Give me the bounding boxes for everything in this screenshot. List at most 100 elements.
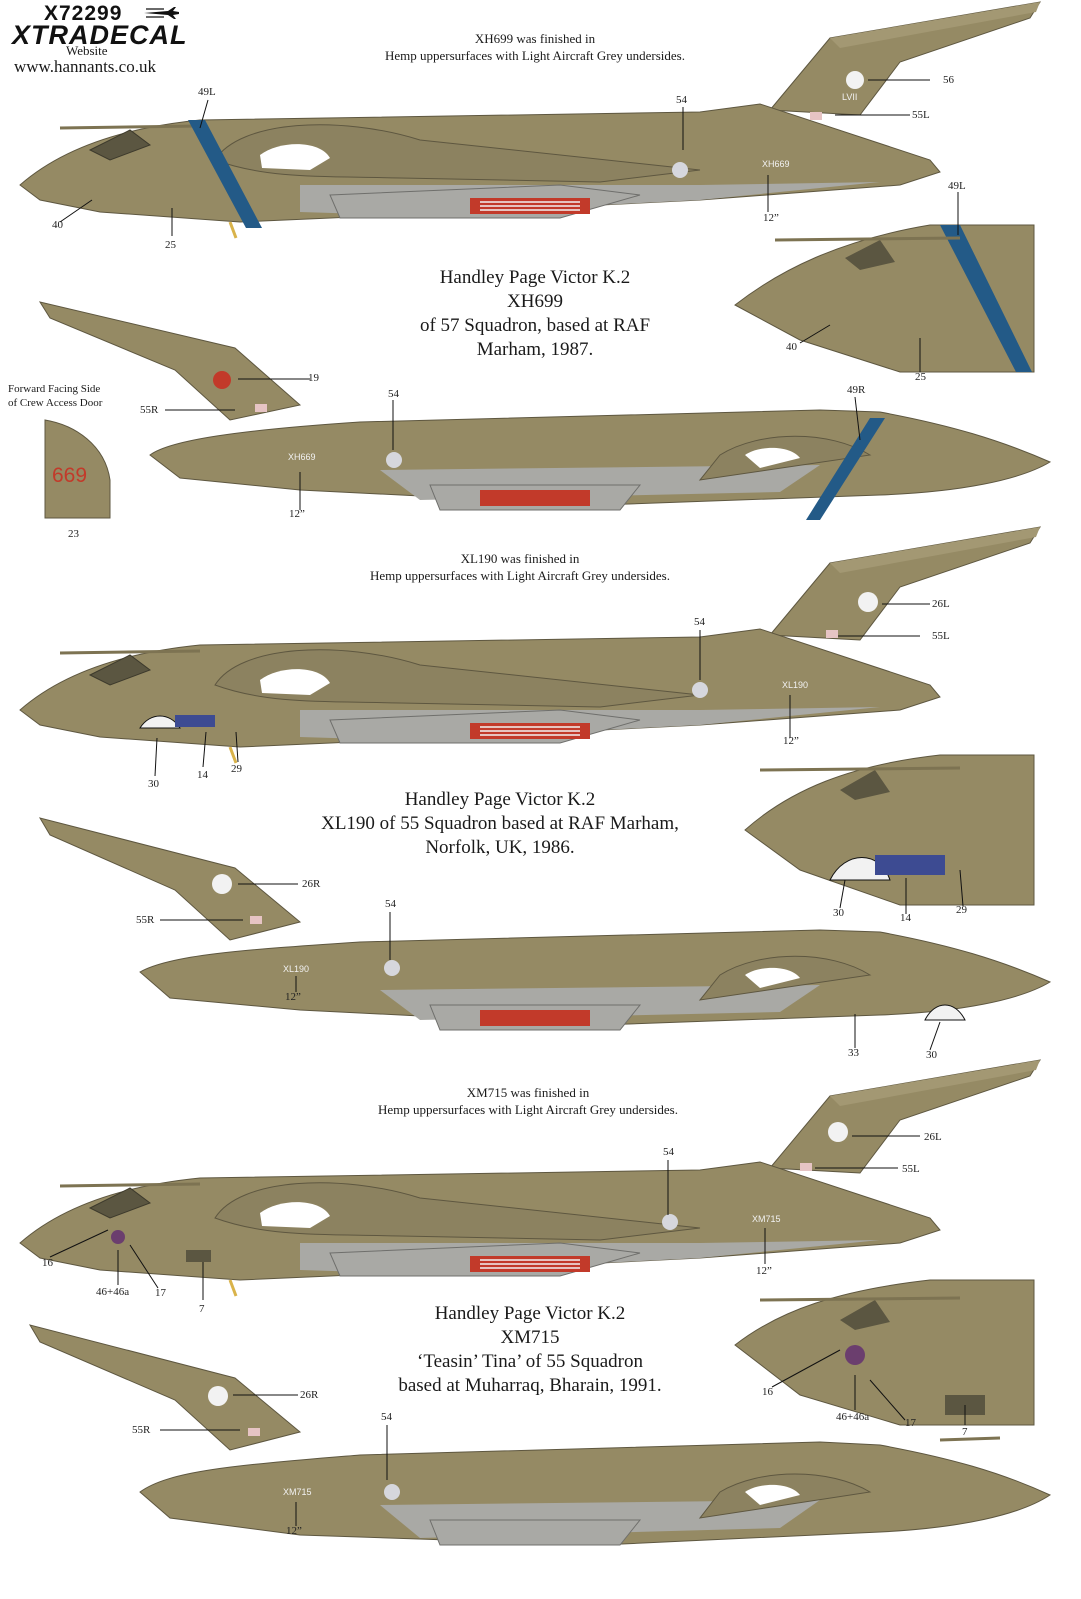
callout-55L-2: 55L	[932, 630, 950, 642]
serial-xh669-right: XH669	[288, 452, 316, 462]
website-label: Website	[66, 43, 108, 58]
callout-12-3: 12”	[756, 1265, 772, 1277]
aircraft-xh699-right: XH669	[38, 301, 1052, 520]
note-line: XL190 was finished in	[460, 551, 580, 566]
aircraft-xm715-right: XM715	[28, 1324, 1052, 1546]
aircraft-xm715-left: XM715	[0, 1056, 1042, 1298]
callout-30-r: 30	[926, 1049, 937, 1061]
title-line: Handley Page Victor K.2	[434, 1303, 626, 1324]
title-line: Marham, 1987.	[476, 339, 594, 360]
note-line: Hemp uppersurfaces with Light Aircraft G…	[370, 568, 670, 583]
blue-stripe-49R	[806, 418, 885, 520]
callout-49R: 49R	[847, 384, 866, 396]
callout-19: 19	[308, 372, 319, 384]
product-code: X72299	[44, 2, 123, 25]
callout-54-2r: 54	[385, 898, 396, 910]
door-caption-line: Forward Facing Side	[8, 383, 101, 395]
callout-56: 56	[943, 74, 954, 86]
callout-29-detail: 29	[956, 904, 967, 916]
door-number: 669	[52, 464, 87, 487]
scheme-title-xh699: Handley Page Victor K.2 XH699 of 57 Squa…	[340, 266, 730, 362]
callout-16-detail: 16	[762, 1386, 773, 1398]
callout-7: 7	[199, 1303, 205, 1315]
title-line: based at Muharraq, Bharain, 1991.	[398, 1375, 662, 1396]
note-line: XM715 was finished in	[466, 1085, 590, 1100]
door-caption: Forward Facing Side of Crew Access Door	[8, 382, 128, 410]
callout-26L-3: 26L	[924, 1131, 942, 1143]
callout-55R-3: 55R	[132, 1424, 151, 1436]
crew-access-door: 669	[44, 419, 111, 519]
blue-stripe-49L	[188, 120, 262, 228]
callout-26R: 26R	[302, 878, 321, 890]
serial-xh669: XH669	[762, 159, 790, 169]
squadron-badge-26R	[212, 874, 232, 894]
callout-14-detail: 14	[900, 912, 911, 924]
title-line: XM715	[500, 1327, 560, 1348]
callout-54-right: 54	[388, 388, 399, 400]
callout-54: 54	[676, 94, 687, 106]
callout-46: 46+46a	[96, 1286, 130, 1298]
fin-flash-55R	[255, 404, 267, 412]
title-line: Handley Page Victor K.2	[439, 267, 631, 288]
fin-flash-55L	[826, 630, 838, 638]
callout-54-3r: 54	[381, 1411, 392, 1423]
door-caption-line: of Crew Access Door	[8, 397, 103, 409]
scheme-title-xl190: Handley Page Victor K.2 XL190 of 55 Squa…	[290, 788, 710, 860]
brand-logo: XTRADECAL	[12, 20, 188, 50]
aircraft-xl190-left: XL190	[0, 523, 1042, 765]
note-line: XH699 was finished in	[474, 31, 596, 46]
callout-12-3r: 12”	[286, 1525, 302, 1537]
callout-46-detail: 46+46a	[836, 1411, 870, 1423]
callout-30-detail: 30	[833, 907, 844, 919]
callout-40: 40	[52, 219, 63, 231]
website-url[interactable]: www.hannants.co.uk	[14, 57, 156, 76]
serial-xm715-right: XM715	[283, 1487, 312, 1497]
callout-7-detail: 7	[962, 1426, 968, 1438]
serial-xl190-right: XL190	[283, 964, 309, 974]
aircraft-xl190-right: XL190	[38, 817, 1052, 1031]
callout-49L: 49L	[198, 86, 216, 98]
callout-12: 12”	[763, 212, 779, 224]
callout-17-detail: 17	[905, 1417, 916, 1429]
note-line: Hemp uppersurfaces with Light Aircraft G…	[385, 48, 685, 63]
sharkmouth-30	[139, 715, 181, 729]
fin-flash-55L	[810, 112, 822, 120]
squadron-badge-26L	[858, 592, 878, 612]
squadron-badge-19	[213, 371, 231, 389]
callout-25: 25	[165, 239, 176, 251]
callout-33: 33	[848, 1047, 859, 1059]
title-line: Norfolk, UK, 1986.	[425, 837, 575, 858]
nose-detail-xl190	[744, 754, 1035, 906]
callout-12-2: 12”	[783, 735, 799, 747]
title-line: of 57 Squadron, based at RAF	[419, 315, 651, 336]
scheme-note-xh699: XH699 was finished in Hemp uppersurfaces…	[305, 30, 765, 64]
callout-54-3: 54	[663, 1146, 674, 1158]
nose-art-teasin-tina	[111, 1230, 125, 1244]
leader-lines	[49, 79, 966, 1526]
callout-17: 17	[155, 1287, 166, 1299]
vent-panel-7	[186, 1250, 211, 1262]
title-line: Handley Page Victor K.2	[404, 789, 596, 810]
scheme-title-xm715: Handley Page Victor K.2 XM715 ‘Teasin’ T…	[340, 1302, 720, 1398]
callout-23: 23	[68, 528, 79, 540]
fin-text: LVII	[842, 92, 857, 102]
scheme-note-xl190: XL190 was finished in Hemp uppersurfaces…	[290, 550, 750, 584]
note-line: Hemp uppersurfaces with Light Aircraft G…	[378, 1102, 678, 1117]
callout-26L: 26L	[932, 598, 950, 610]
callout-55L-3: 55L	[902, 1163, 920, 1175]
callout-55R: 55R	[140, 404, 159, 416]
serial-xl190: XL190	[782, 680, 808, 690]
callout-12-right: 12”	[289, 508, 305, 520]
callout-25-detail: 25	[915, 371, 926, 383]
scheme-note-xm715: XM715 was finished in Hemp uppersurfaces…	[298, 1084, 758, 1118]
title-line: ‘Teasin’ Tina’ of 55 Squadron	[417, 1351, 643, 1372]
callout-26R-3: 26R	[300, 1389, 319, 1401]
title-line: XH699	[507, 291, 563, 312]
callout-16: 16	[42, 1257, 53, 1269]
squadron-badge-56	[846, 71, 864, 89]
callout-49L-detail: 49L	[948, 180, 966, 192]
callout-12-2r: 12”	[285, 991, 301, 1003]
nose-detail-xm715	[734, 1279, 1035, 1426]
plane-icon	[144, 6, 180, 20]
